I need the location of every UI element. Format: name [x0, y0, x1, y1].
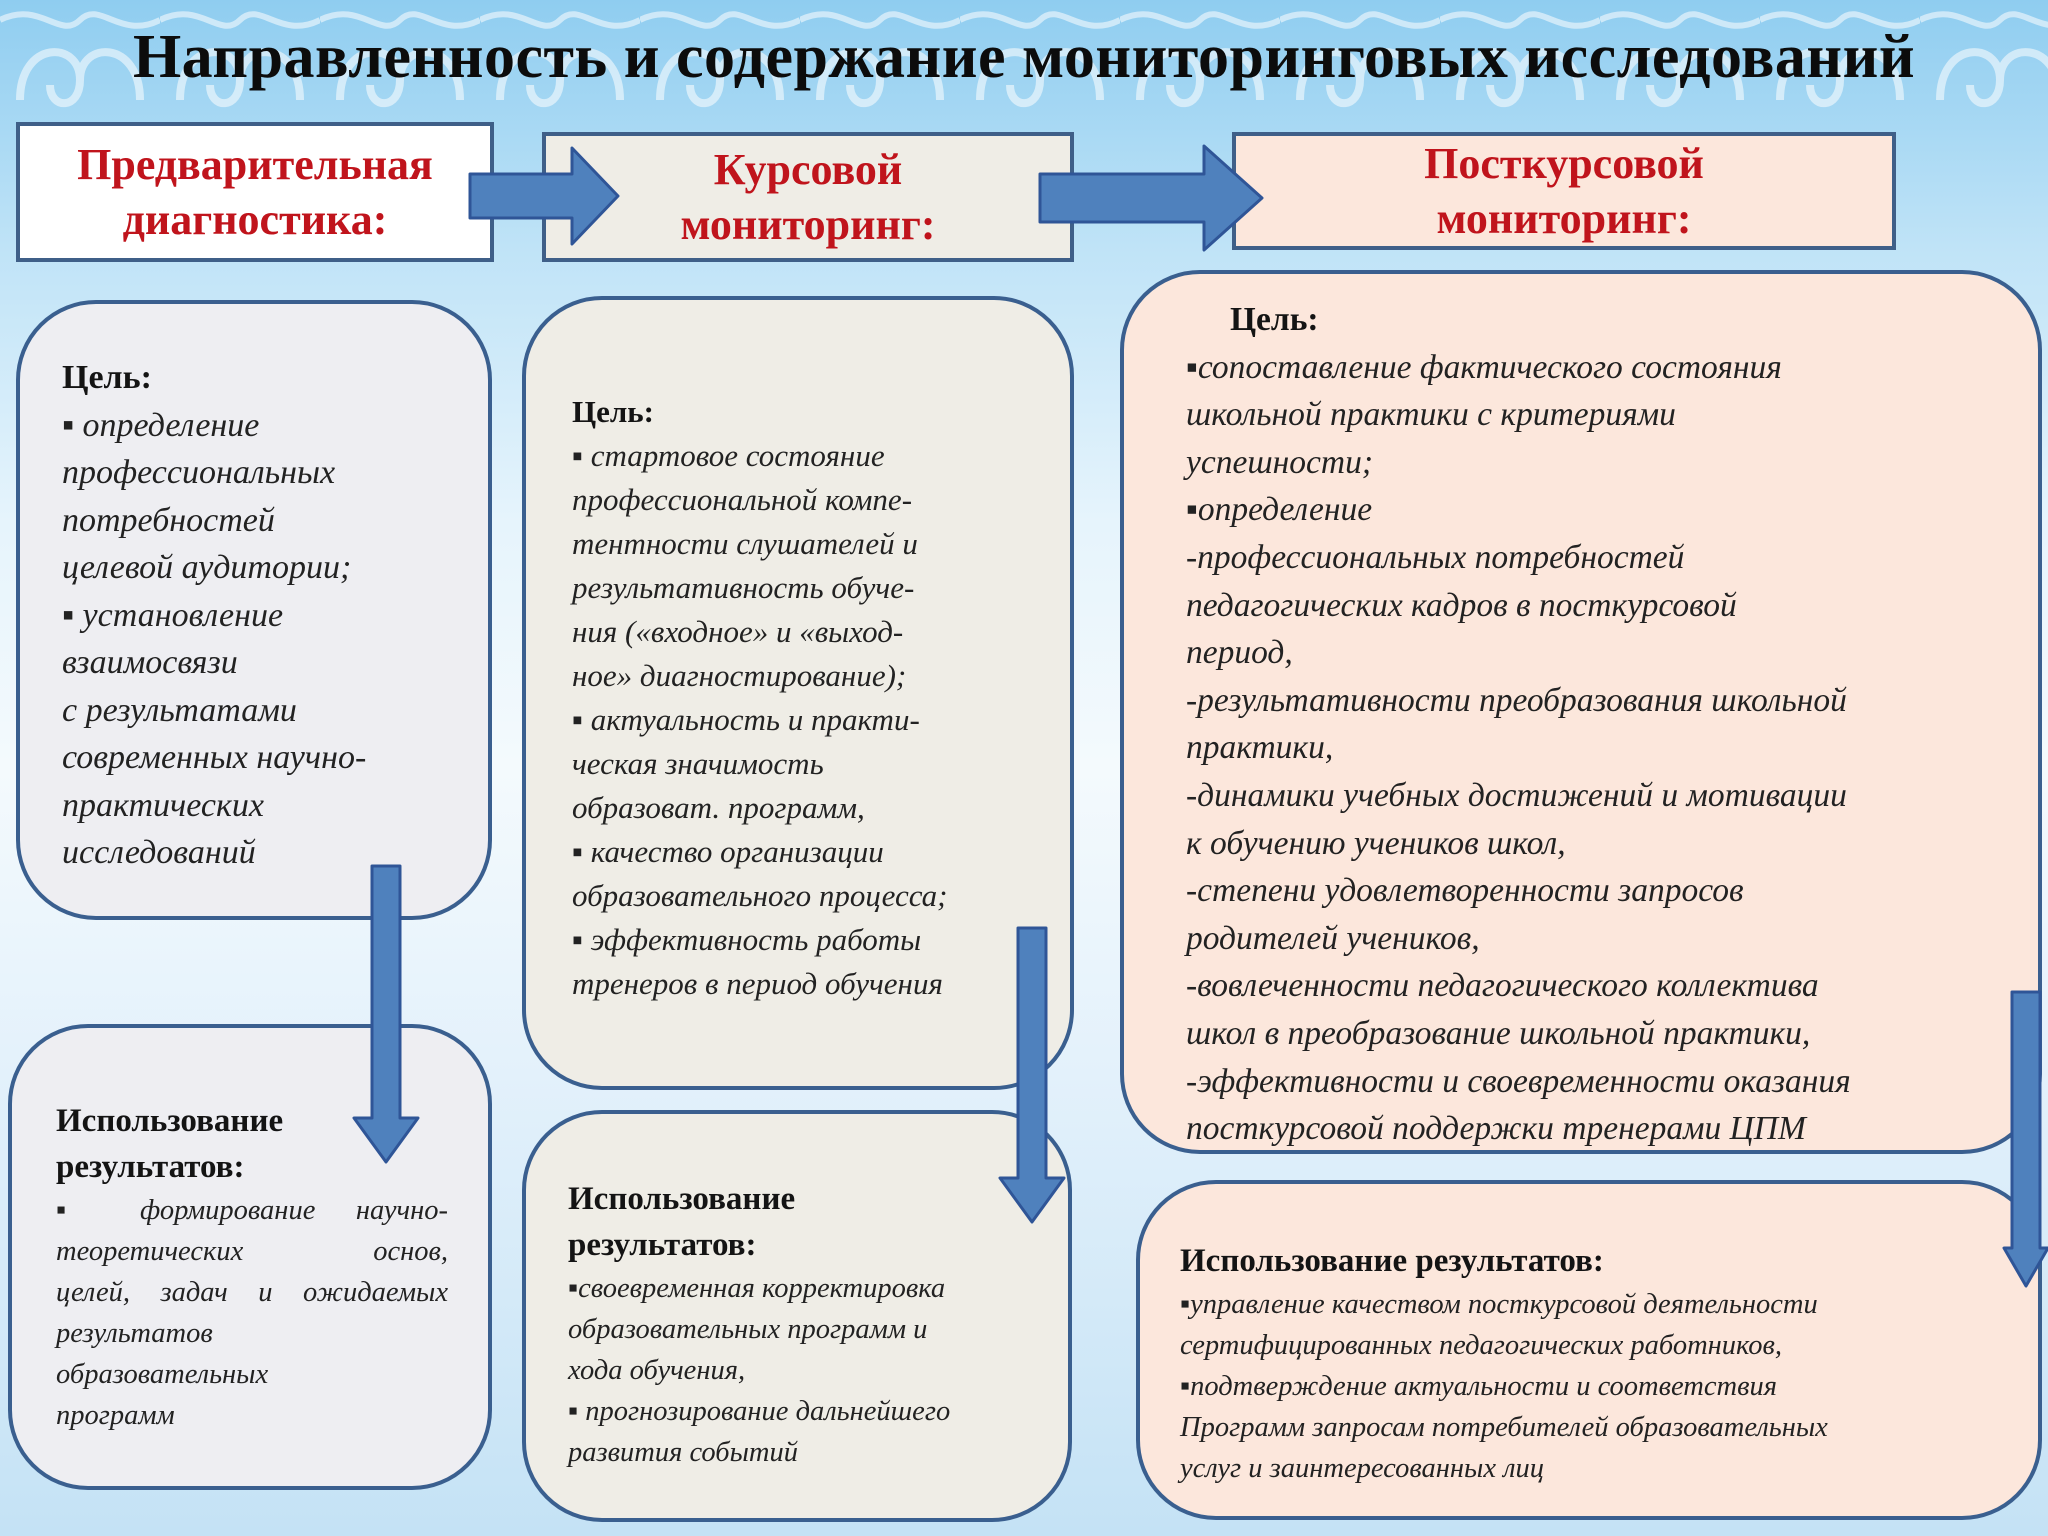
- goal-line: практических: [62, 786, 264, 824]
- goal-line: -динамики учебных достижений и мотивации: [1186, 776, 1847, 814]
- goal-line: ния («входное» и «выход-: [572, 614, 904, 649]
- results-line: ▪своевременная корректировка: [568, 1273, 946, 1304]
- goal-line: ное» диагностирование);: [572, 658, 907, 693]
- results-line: ▪ формирование научно-: [56, 1195, 448, 1226]
- goal-box-postcourse: Цель: ▪сопоставление фактического состоя…: [1120, 270, 2042, 1154]
- header-line: диагностика:: [122, 195, 388, 244]
- goal-line: современных научно-: [62, 739, 367, 776]
- header-line: мониторинг:: [680, 200, 936, 249]
- goal-line: ▪ определение: [62, 406, 260, 444]
- right-arrow-1: [468, 146, 620, 246]
- results-box-course: Использование результатов: ▪своевременна…: [522, 1110, 1072, 1522]
- results-label: Использование: [568, 1181, 796, 1217]
- header-line: Курсовой: [713, 145, 903, 194]
- goal-label: Цель:: [62, 359, 152, 396]
- goal-line: с результатами: [62, 691, 297, 729]
- goal-label: Цель:: [572, 394, 654, 429]
- goal-line: образоват. программ,: [572, 790, 865, 825]
- goal-line: педагогических кадров в посткурсовой: [1186, 586, 1737, 624]
- goal-line: профессиональных: [62, 454, 336, 491]
- down-arrow-3: [2002, 990, 2048, 1288]
- header-course-monitoring: Курсовой мониторинг:: [542, 132, 1074, 262]
- header-preliminary-diagnostics: Предварительная диагностика:: [16, 122, 494, 262]
- results-line: ▪подтверждение актуальности и соответств…: [1180, 1371, 1777, 1402]
- goal-line: ▪ стартовое состояние: [572, 438, 885, 473]
- goal-box-course: Цель: ▪ стартовое состояние профессионал…: [522, 296, 1074, 1090]
- goal-line: ▪ установление: [62, 596, 284, 634]
- goal-line: ▪сопоставление фактического состояния: [1186, 348, 1782, 386]
- goal-line: -вовлеченности педагогического коллектив…: [1186, 967, 1819, 1005]
- goal-line: -результативности преобразования школьно…: [1186, 681, 1847, 719]
- goal-box-preliminary: Цель: ▪ определение профессиональных пот…: [16, 300, 492, 920]
- header-line: Предварительная: [77, 140, 433, 189]
- goal-label: Цель:: [1230, 301, 1319, 338]
- results-line: ▪управление качеством посткурсовой деяте…: [1180, 1289, 1818, 1320]
- results-label: Использование: [56, 1103, 284, 1139]
- goal-line: тентности слушателей и: [572, 526, 918, 561]
- results-line: образовательных программ и: [568, 1314, 928, 1345]
- page-title: Направленность и содержание мониторингов…: [132, 23, 1916, 91]
- goal-line: -эффективности и своевременности оказани…: [1186, 1062, 1851, 1100]
- results-line: программ: [56, 1400, 175, 1431]
- results-box-preliminary: Использование результатов: ▪ формировани…: [8, 1024, 492, 1490]
- results-line: теоретических основ,: [56, 1236, 448, 1267]
- goal-line: ▪ эффективность работы: [572, 922, 922, 957]
- header-line: мониторинг:: [1436, 194, 1692, 243]
- results-line: целей, задач и ожидаемых: [56, 1277, 448, 1308]
- goal-line: -профессиональных потребностей: [1186, 538, 1685, 576]
- goal-line: успешности;: [1186, 443, 1373, 481]
- header-line: Посткурсовой: [1424, 139, 1704, 188]
- goal-line: к обучению учеников школ,: [1186, 824, 1566, 862]
- goal-line: исследований: [62, 834, 256, 871]
- results-label: Использование результатов:: [1180, 1243, 1604, 1279]
- goal-line: ▪ качество организации: [572, 834, 884, 869]
- results-line: услуг и заинтересованных лиц: [1180, 1453, 1545, 1484]
- goal-line: профессиональной компе-: [572, 482, 913, 517]
- goal-line: ▪определение: [1186, 491, 1373, 529]
- goal-line: посткурсовой поддержки тренерами ЦПМ: [1186, 1110, 1806, 1148]
- right-arrow-2: [1038, 144, 1264, 252]
- down-arrow-2: [998, 926, 1066, 1224]
- header-postcourse-monitoring: Посткурсовой мониторинг:: [1232, 132, 1896, 250]
- goal-line: целевой аудитории;: [62, 549, 352, 586]
- goal-line: практики,: [1186, 729, 1334, 767]
- goal-line: ческая значимость: [572, 746, 824, 781]
- results-line: сертифицированных педагогических работни…: [1180, 1330, 1783, 1361]
- ornament-band: [0, 0, 2048, 130]
- goal-line: взаимосвязи: [62, 644, 238, 681]
- goal-line: потребностей: [62, 501, 275, 539]
- goal-line: школьной практики с критериями: [1186, 396, 1676, 434]
- results-line: образовательных: [56, 1359, 269, 1390]
- goal-line: период,: [1186, 634, 1293, 672]
- goal-line: родителей учеников,: [1186, 919, 1480, 957]
- goal-line: образовательного процесса;: [572, 878, 948, 913]
- results-line: результатов: [56, 1318, 213, 1349]
- down-arrow-1: [352, 864, 420, 1164]
- goal-line: ▪ актуальность и практи-: [572, 702, 920, 737]
- goal-line: школ в преобразование школьной практики,: [1186, 1014, 1811, 1052]
- results-label: результатов:: [568, 1227, 757, 1263]
- results-label: результатов:: [56, 1149, 245, 1185]
- goal-line: -степени удовлетворенности запросов: [1186, 872, 1744, 910]
- results-line: развития событий: [568, 1437, 798, 1468]
- goal-line: тренеров в период обучения: [572, 966, 943, 1001]
- results-line: хода обучения,: [568, 1355, 746, 1386]
- results-line: ▪ прогнозирование дальнейшего: [568, 1396, 951, 1427]
- results-box-postcourse: Использование результатов: ▪управление к…: [1136, 1180, 2042, 1520]
- results-line: Программ запросам потребителей образоват…: [1180, 1412, 1828, 1443]
- goal-line: результативность обуче-: [572, 570, 915, 605]
